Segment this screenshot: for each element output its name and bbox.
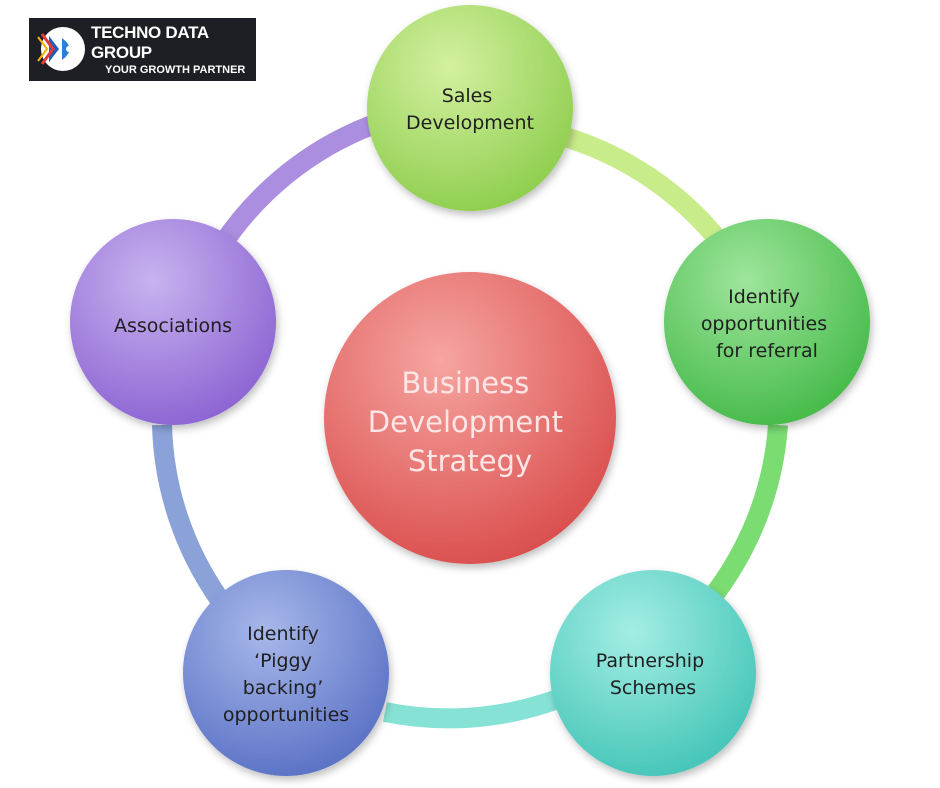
svg-text:Associations: Associations xyxy=(114,315,232,337)
node-associations: Associations xyxy=(70,219,276,425)
node-piggyback-line-2: ‘Piggy xyxy=(254,650,312,672)
techno-data-group-logo: TECHNO DATA GROUP YOUR GROWTH PARTNER xyxy=(29,18,256,81)
node-piggyback-line-1: Identify xyxy=(247,623,319,645)
node-sales-line-1: Sales xyxy=(442,85,493,107)
node-sales-development: Sales Development xyxy=(367,5,573,211)
node-piggyback-line-3: backing’ xyxy=(243,677,324,699)
logo-tagline: YOUR GROWTH PARTNER xyxy=(105,63,246,76)
svg-text:Identify opportunities: Identify opportunities for referral xyxy=(701,286,833,362)
node-referral-line-2: opportunities xyxy=(701,313,827,335)
ring-arc-referral-to-partnership xyxy=(702,424,788,607)
svg-text:Partnership Schemes: Partnership Schemes xyxy=(596,650,710,699)
ring-arc-sales-to-referral xyxy=(562,127,728,249)
node-piggyback-line-4: opportunities xyxy=(223,704,349,726)
node-identify-piggy-backing-opportunities: Identify ‘Piggy backing’ opportunities xyxy=(183,570,389,776)
ring-arc-associations-to-sales xyxy=(213,115,376,251)
ring-arc-piggyback-to-associations xyxy=(152,424,229,606)
node-associations-line-1: Associations xyxy=(114,315,232,337)
node-partnership-line-2: Schemes xyxy=(610,677,696,699)
center-circle: Business Development Strategy xyxy=(324,272,616,564)
connector-ring xyxy=(152,115,788,729)
node-referral-line-3: for referral xyxy=(716,340,818,362)
center-line-1: Business xyxy=(401,366,529,400)
node-partnership-schemes: Partnership Schemes xyxy=(550,570,756,776)
svg-text:Business Development: Business Development Strategy xyxy=(368,366,572,478)
node-identify-opportunities-for-referral: Identify opportunities for referral xyxy=(664,219,870,425)
svg-text:Identify ‘Piggy ba: Identify ‘Piggy backing’ opportunities xyxy=(223,623,349,726)
node-partnership-line-1: Partnership xyxy=(596,650,704,672)
svg-text:Sales Development: Sales Development xyxy=(406,85,534,134)
node-referral-line-1: Identify xyxy=(728,286,800,308)
ring-arc-partnership-to-piggyback xyxy=(383,690,559,729)
center-line-2: Development xyxy=(368,405,563,439)
logo-emblem-icon xyxy=(29,18,91,81)
logo-title: TECHNO DATA GROUP xyxy=(91,22,209,62)
center-line-3: Strategy xyxy=(408,444,532,478)
node-sales-line-2: Development xyxy=(406,112,534,134)
